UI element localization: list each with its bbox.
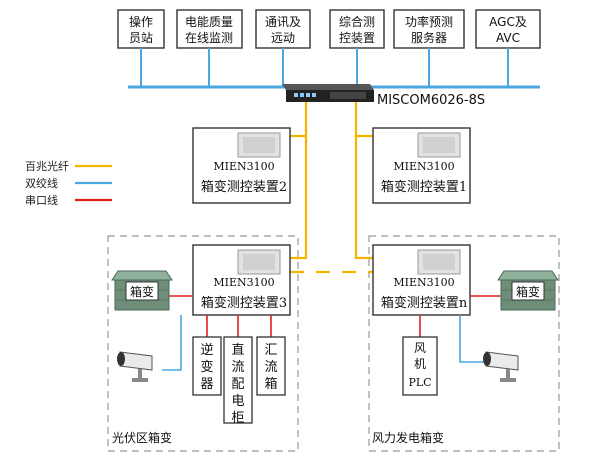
top-box-agc-avc: AGC及 AVC: [475, 9, 541, 87]
top-box-operator: 操作 员站: [117, 9, 165, 87]
top-box-integrated-control-line1: 综合测: [339, 14, 375, 29]
device-box-3: MIEN3100 箱变测控装置3: [192, 244, 291, 316]
wind-area-frame: [368, 235, 560, 452]
wind-plc-line1: 风: [414, 341, 426, 355]
wind-plc-line2: 机: [414, 357, 426, 371]
device-2-model: MIEN3100: [213, 160, 274, 173]
wind-plc-line3: PLC: [408, 376, 431, 389]
device-n-name: 箱变测控装置n: [381, 295, 468, 311]
device-module-icon: [417, 132, 461, 158]
device-2-name: 箱变测控装置2: [201, 179, 287, 195]
top-box-power-forecast-line1: 功率预测: [405, 14, 453, 29]
top-box-telecontrol: 通讯及 远动: [255, 9, 311, 87]
legend: 百兆光纤 双绞线 串口线: [25, 159, 112, 207]
camera-icon: [483, 351, 519, 382]
wind-substation-label: 箱变: [516, 284, 540, 299]
switch-icon: [282, 84, 374, 102]
top-box-telecontrol-line2: 远动: [271, 31, 295, 45]
legend-twisted-label: 双绞线: [25, 176, 58, 190]
device-box-1: MIEN3100 箱变测控装置1: [372, 127, 471, 204]
top-box-power-quality-line2: 在线监测: [185, 31, 233, 45]
top-box-agc-avc-line2: AVC: [496, 31, 520, 45]
device-1-model: MIEN3100: [393, 160, 454, 173]
wind-links: [419, 295, 501, 363]
pv-area-frame: [107, 235, 299, 452]
wind-area-title: 风力发电箱变: [372, 430, 444, 445]
pv-substation-label: 箱变: [130, 284, 154, 299]
top-box-power-forecast: 功率预测 服务器: [393, 9, 465, 87]
top-box-power-quality-line1: 电能质量: [185, 15, 233, 29]
top-box-power-forecast-line2: 服务器: [411, 30, 447, 45]
device-n-model: MIEN3100: [393, 276, 454, 289]
device-1-name: 箱变测控装置1: [381, 179, 467, 195]
pv-item-combiner: 汇流箱: [256, 336, 286, 396]
wind-plc-box: 风 机 PLC: [402, 336, 438, 396]
top-box-telecontrol-line1: 通讯及: [265, 15, 301, 29]
top-box-integrated-control: 综合测 控装置: [329, 9, 385, 87]
device-3-model: MIEN3100: [213, 276, 274, 289]
pv-item-inverter-label: 逆变器: [200, 342, 213, 392]
legend-serial-label: 串口线: [25, 193, 58, 207]
substation-icon: [111, 270, 173, 311]
pv-item-inverter: 逆变器: [192, 336, 222, 396]
top-box-operator-line1: 操作: [129, 14, 153, 29]
switch-label: MISCOM6026-8S: [377, 93, 485, 108]
pv-links: [162, 295, 272, 371]
pv-item-dc-cabinet: 直流配电柜: [223, 336, 253, 426]
pv-item-dc-cabinet-label: 直流配电柜: [231, 343, 244, 426]
device-3-name: 箱变测控装置3: [201, 295, 287, 311]
pv-item-combiner-label: 汇流箱: [264, 343, 277, 392]
fiber-links: [290, 100, 373, 274]
top-box-power-quality: 电能质量 在线监测: [176, 9, 243, 87]
top-box-agc-avc-line1: AGC及: [489, 15, 527, 29]
pv-area-title: 光伏区箱变: [112, 430, 172, 445]
device-module-icon: [237, 249, 281, 275]
device-module-icon: [237, 132, 281, 158]
device-module-icon: [417, 249, 461, 275]
camera-icon: [117, 351, 153, 382]
top-box-operator-line2: 员站: [129, 31, 153, 45]
top-box-integrated-control-line2: 控装置: [339, 31, 375, 45]
legend-fiber-label: 百兆光纤: [25, 159, 69, 173]
substation-icon: [497, 270, 559, 311]
device-box-n: MIEN3100 箱变测控装置n: [372, 244, 471, 316]
device-box-2: MIEN3100 箱变测控装置2: [192, 127, 291, 204]
